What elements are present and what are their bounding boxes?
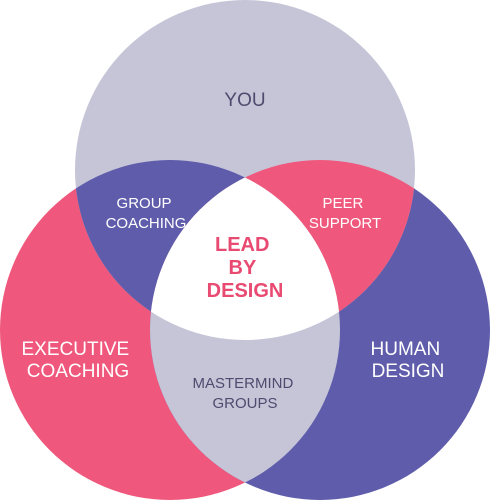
mastermind-groups-label: MASTERMIND GROUPS bbox=[192, 375, 297, 412]
peer-support-label: PEER SUPPORT bbox=[309, 195, 381, 232]
executive-coaching-label: EXECUTIVE COACHING bbox=[22, 339, 135, 382]
lead-by-design-label: LEAD BY DESIGN bbox=[207, 234, 284, 302]
group-coaching-label: GROUP COACHING bbox=[106, 195, 187, 232]
you-label: YOU bbox=[224, 90, 265, 111]
human-design-label: HUMAN DESIGN bbox=[371, 339, 446, 382]
